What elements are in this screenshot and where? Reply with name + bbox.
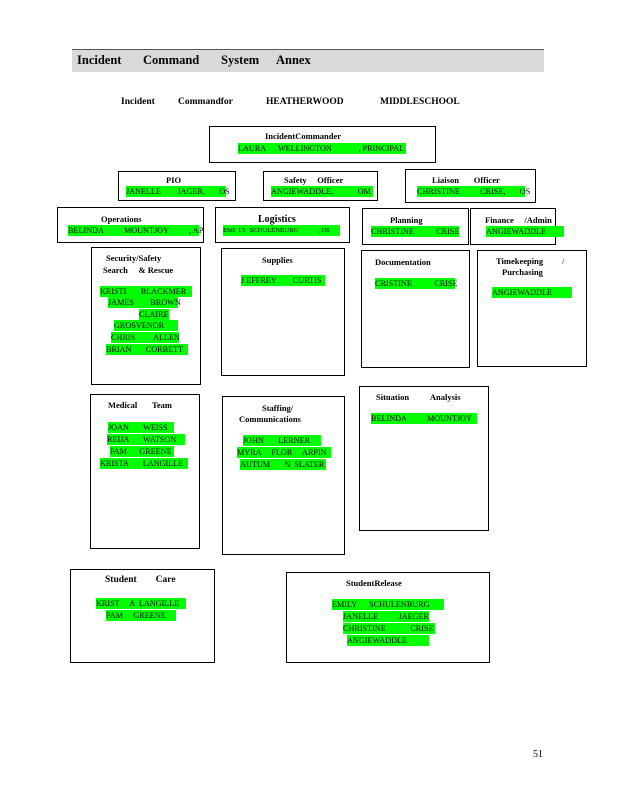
assignee: PAM GREENE xyxy=(110,446,174,457)
box-title: StudentRelease xyxy=(346,578,402,588)
assignee: ANGIEWADDLE xyxy=(492,287,572,298)
box-title: Search & Rescue xyxy=(103,265,174,275)
assignee: CHRIS ALLEN xyxy=(111,332,180,343)
assignee: JOHN LERNER xyxy=(243,435,321,446)
box-title: Communications xyxy=(239,414,301,424)
staffing-communications-box: Staffing/ Communications JOHN LERNER MYR… xyxy=(222,396,345,555)
assignee: KRISTI BLACKMER xyxy=(100,286,192,297)
assignee: PAM GREENE xyxy=(106,610,176,621)
box-title: Security/Safety xyxy=(106,253,162,263)
supplies-box: Supplies J EFFREY CURTIS xyxy=(221,248,345,376)
pio-box: PIO JANELLE JAGER, OS xyxy=(118,171,236,201)
assignee: GROSVENOR xyxy=(114,320,178,331)
box-title: Liaison Officer xyxy=(432,175,500,185)
box-title: Planning xyxy=(390,215,423,225)
box-title: Student Care xyxy=(105,575,176,585)
documentation-box: Documentation CRISTINE CRISE xyxy=(361,250,470,368)
safety-officer-box: Safety Officer ANGIEWADDLE, OM xyxy=(263,171,378,201)
logistics-box: Logistics EMI LY SCHULENBURG , OS xyxy=(215,207,350,243)
planning-box: Planning CHRISTINE CRISE xyxy=(362,208,469,245)
subtitle-word: Commandfor xyxy=(178,97,233,107)
box-title: Finance /Admin xyxy=(485,215,552,225)
assignee: REIJA WATSON xyxy=(107,434,185,445)
box-title: Supplies xyxy=(262,255,293,265)
subtitle-word: MIDDLESCHOOL xyxy=(380,97,460,107)
operations-box: Operations BELINDA MOUNTJOY , AP xyxy=(57,207,204,243)
box-title: / xyxy=(562,256,565,266)
assignee: CHRISTINE CRISE xyxy=(343,623,435,634)
student-care-box: Student Care KRIST A LANGILLE PAM GREENE xyxy=(70,569,215,663)
security-search-rescue-box: Security/Safety Search & Rescue KRISTI B… xyxy=(91,247,201,385)
box-title: Operations xyxy=(101,214,142,224)
assignee: J EFFREY CURTIS xyxy=(241,275,325,286)
assignee: BELINDA MOUNTJOY , AP xyxy=(68,225,204,236)
box-title: Documentation xyxy=(375,257,431,267)
header-word: Annex xyxy=(276,53,311,67)
box-title: Purchasing xyxy=(502,267,543,277)
box-title: Situation Analysis xyxy=(376,392,461,402)
incident-commander-box: IncidentCommander LAURA WELLINGTON , PRI… xyxy=(209,126,436,163)
assignee: JOAN WEISS xyxy=(108,422,174,433)
student-release-box: StudentRelease EMILY SCHULENBURG JANELLE… xyxy=(286,572,490,663)
page-number: 51 xyxy=(533,749,543,760)
assignee: KRISTA LANGILLE xyxy=(100,458,188,469)
medical-team-box: Medical Team JOAN WEISS REIJA WATSON PAM… xyxy=(90,394,200,549)
assignee: CRISTINE CRISE xyxy=(375,278,458,289)
assignee: ANGIEWADDLE xyxy=(486,226,564,237)
box-title: IncidentCommander xyxy=(265,131,342,141)
box-title: Logistics xyxy=(258,214,296,225)
assignee: ANGIEWADDLE, OM xyxy=(271,186,373,197)
assignee: JAMES BROWN xyxy=(108,297,181,308)
box-title: PIO xyxy=(166,175,182,185)
box-title: Safety Officer xyxy=(284,175,344,185)
assignee: EMI LY SCHULENBURG , OS xyxy=(223,225,340,236)
assignee: MYRA FLOR ARPIN xyxy=(237,447,331,458)
assignee: JANELLE JAGER, OS xyxy=(126,186,230,197)
header-word: Command xyxy=(143,53,200,67)
assignee: JANELLE JAEGER xyxy=(343,611,429,622)
assignee: AUTUM N SLATER xyxy=(240,459,326,470)
assignee: CLAIRE xyxy=(139,309,169,320)
assignee: BRIAN CORBETT xyxy=(106,344,188,355)
header-word: Incident xyxy=(77,53,122,67)
assignee: BELINDA MOUNTJOY xyxy=(371,413,477,424)
header-word: System xyxy=(221,53,260,67)
timekeeping-purchasing-box: Timekeeping / Purchasing ANGIEWADDLE xyxy=(477,250,587,367)
subtitle-word: Incident xyxy=(121,97,155,107)
assignee: ANGIEWADDLE xyxy=(347,635,429,646)
box-title: Staffing/ xyxy=(262,403,294,413)
box-title: Timekeeping xyxy=(496,256,544,266)
finance-admin-box: Finance /Admin ANGIEWADDLE xyxy=(470,208,564,245)
annex-header: Incident Command System Annex xyxy=(72,49,544,72)
box-title: Medical Team xyxy=(108,400,172,410)
subtitle-school: HEATHERWOOD xyxy=(266,97,344,107)
assignee: CHRISTINE CRISE, OS xyxy=(417,186,531,197)
assignee: KRIST A LANGILLE xyxy=(96,598,186,609)
situation-analysis-box: Situation Analysis BELINDA MOUNTJOY xyxy=(359,386,489,531)
assignee: EMILY SCHULENBURG xyxy=(332,599,444,610)
liaison-officer-box: Liaison Officer CHRISTINE CRISE, OS xyxy=(405,169,536,203)
assignee: LAURA WELLINGTON , PRINCIPAL xyxy=(238,143,406,154)
assignee: CHRISTINE CRISE xyxy=(371,226,460,237)
